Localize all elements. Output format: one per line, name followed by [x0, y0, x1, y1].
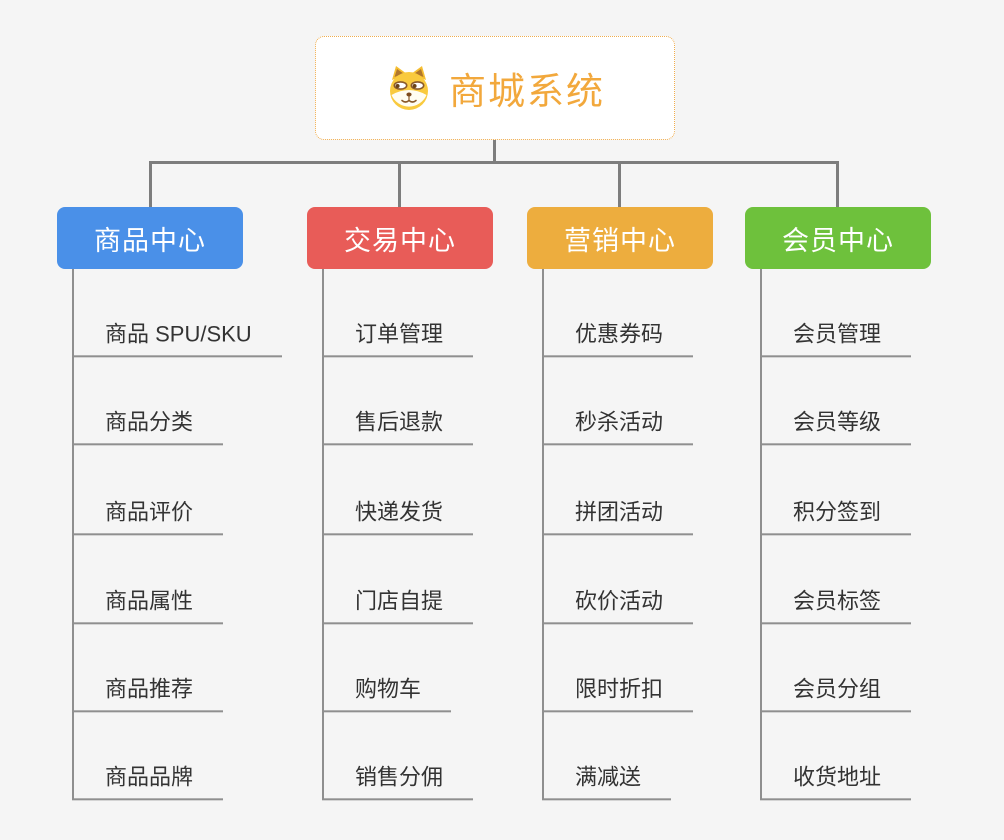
- connector-drop: [836, 161, 839, 207]
- branch-item[interactable]: 会员分组: [760, 674, 912, 712]
- connector-drop: [149, 161, 152, 207]
- branch-item[interactable]: 商品推荐: [72, 674, 224, 712]
- branch-item[interactable]: 秒杀活动: [542, 407, 694, 445]
- branch-item[interactable]: 商品分类: [72, 407, 224, 445]
- branch-item[interactable]: 快递发货: [322, 497, 474, 535]
- branch-item[interactable]: 商品 SPU/SKU: [72, 319, 282, 357]
- branch-marketing-center: 营销中心 优惠券码 秒杀活动 拼团活动 砍价活动 限时折扣 满减送: [527, 207, 787, 840]
- branch-item[interactable]: 会员标签: [760, 586, 912, 624]
- connector-drop: [618, 161, 621, 207]
- branch-item[interactable]: 拼团活动: [542, 497, 694, 535]
- connector-drop: [398, 161, 401, 207]
- branch-trade-center: 交易中心 订单管理 售后退款 快递发货 门店自提 购物车 销售分佣: [307, 207, 567, 840]
- branch-item[interactable]: 购物车: [322, 674, 452, 712]
- branch-item[interactable]: 会员管理: [760, 319, 912, 357]
- branch-item[interactable]: 会员等级: [760, 407, 912, 445]
- branch-item[interactable]: 订单管理: [322, 319, 474, 357]
- branch-item[interactable]: 积分签到: [760, 497, 912, 535]
- branch-connector-bar: [149, 161, 839, 164]
- root-node-mall-system[interactable]: 商城系统: [315, 36, 675, 140]
- branch-header-member-center[interactable]: 会员中心: [745, 207, 931, 269]
- branch-item[interactable]: 优惠券码: [542, 319, 694, 357]
- root-connector-stub: [493, 140, 496, 164]
- branch-item[interactable]: 满减送: [542, 762, 672, 800]
- branch-header-trade-center[interactable]: 交易中心: [307, 207, 493, 269]
- branch-member-center: 会员中心 会员管理 会员等级 积分签到 会员标签 会员分组 收货地址: [745, 207, 1004, 840]
- branch-item[interactable]: 收货地址: [760, 762, 912, 800]
- branch-item[interactable]: 销售分佣: [322, 762, 474, 800]
- root-title: 商城系统: [449, 71, 605, 112]
- branch-item[interactable]: 售后退款: [322, 407, 474, 445]
- branch-item[interactable]: 限时折扣: [542, 674, 694, 712]
- branch-item[interactable]: 商品评价: [72, 497, 224, 535]
- branch-product-center: 商品中心 商品 SPU/SKU 商品分类 商品评价 商品属性 商品推荐 商品品牌: [57, 207, 317, 840]
- branch-header-marketing-center[interactable]: 营销中心: [527, 207, 713, 269]
- branch-item[interactable]: 砍价活动: [542, 586, 694, 624]
- branch-item[interactable]: 商品品牌: [72, 762, 224, 800]
- shiba-dog-icon: [390, 66, 428, 110]
- branch-item[interactable]: 商品属性: [72, 586, 224, 624]
- branch-header-product-center[interactable]: 商品中心: [57, 207, 243, 269]
- branch-item[interactable]: 门店自提: [322, 586, 474, 624]
